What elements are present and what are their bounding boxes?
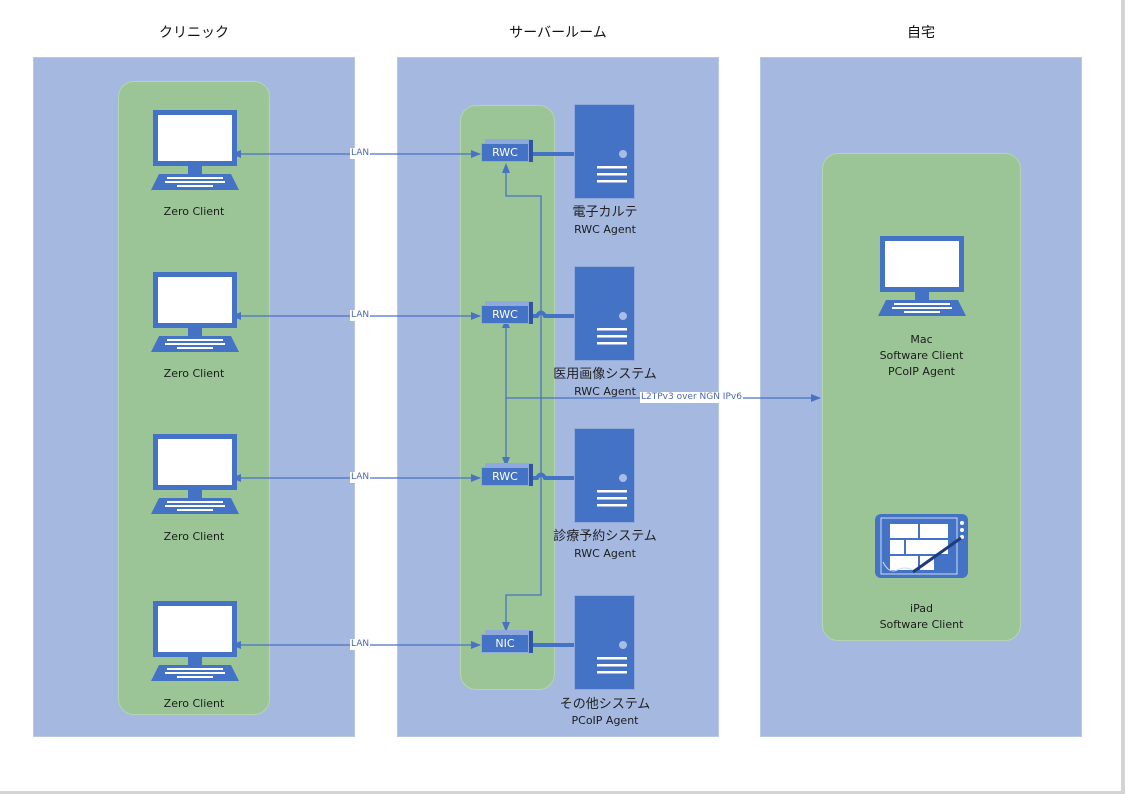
- server-icon: [574, 428, 636, 528]
- zone-title-server-room: サーバールーム: [509, 25, 607, 41]
- server-name: その他システム: [559, 697, 651, 712]
- card-label: RWC: [481, 305, 529, 324]
- server-icon: [574, 595, 636, 695]
- lan-label: LAN: [350, 639, 371, 650]
- card-label: NIC: [481, 634, 529, 653]
- card-label: RWC: [481, 467, 529, 486]
- client-label: Zero Client: [163, 530, 225, 543]
- server-name: 医用画像システム: [553, 367, 657, 382]
- card-label: RWC: [481, 143, 529, 162]
- server-agent: RWC Agent: [574, 385, 636, 398]
- server-agent: RWC Agent: [574, 547, 636, 560]
- server-name: 電子カルテ: [572, 205, 638, 220]
- monitor-laptop-icon: [145, 434, 245, 528]
- monitor-laptop-icon: [145, 601, 245, 695]
- zone-title-clinic: クリニック: [159, 25, 229, 41]
- mac-monitor-icon: [872, 236, 972, 330]
- ipad-label: Software Client: [879, 618, 964, 631]
- server-agent: RWC Agent: [574, 223, 636, 236]
- lan-label: LAN: [350, 148, 371, 159]
- zone-title-home: 自宅: [907, 25, 935, 41]
- nic-card: NIC: [481, 630, 533, 653]
- server-name: 診療予約システム: [553, 529, 657, 544]
- lan-label: LAN: [350, 472, 371, 483]
- lan-label: LAN: [350, 310, 371, 321]
- rwc-card-1: RWC: [481, 139, 533, 162]
- rwc-card-3: RWC: [481, 463, 533, 486]
- server-icon: [574, 104, 636, 204]
- wan-label: L2TPv3 over NGN IPv6: [640, 392, 743, 403]
- server-icon: [574, 266, 636, 366]
- client-label: Zero Client: [163, 697, 225, 710]
- monitor-laptop-icon: [145, 272, 245, 366]
- mac-label: Software Client: [879, 349, 964, 362]
- page-edge: [1121, 0, 1125, 794]
- client-label: Zero Client: [163, 367, 225, 380]
- client-label: Zero Client: [163, 205, 225, 218]
- tablet-icon: [875, 514, 969, 584]
- page-edge: [0, 791, 1125, 794]
- ipad-label: iPad: [910, 602, 933, 615]
- bus-line: [502, 163, 542, 632]
- mac-label: PCoIP Agent: [888, 365, 955, 378]
- rwc-card-2: RWC: [481, 301, 533, 324]
- card-server-link-2: [532, 310, 576, 318]
- monitor-laptop-icon: [145, 110, 245, 204]
- card-server-link-3: [532, 472, 576, 480]
- server-agent: PCoIP Agent: [571, 714, 639, 727]
- mac-label: Mac: [910, 333, 933, 346]
